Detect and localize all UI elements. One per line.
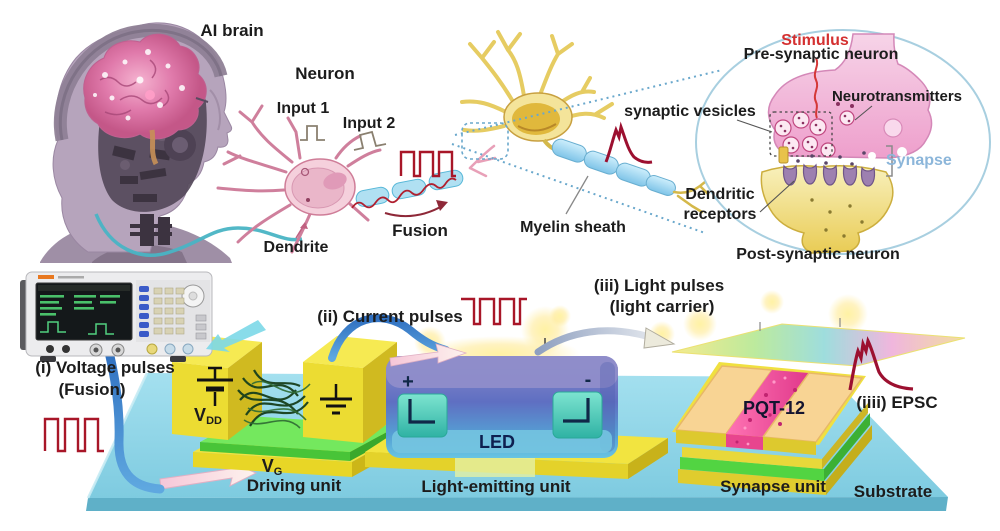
- light-pulses-label-2: (light carrier): [609, 297, 715, 316]
- synapse-bracket: [886, 145, 893, 177]
- pre-synaptic-label: Pre-synaptic neuron: [743, 46, 899, 63]
- dendritic-receptors-label-2: receptors: [683, 206, 757, 223]
- current-arrowhead: [389, 343, 468, 367]
- light-pulses-label-1: (iii) Light pulses: [593, 276, 725, 295]
- input1-pulse-glyph: [300, 125, 325, 141]
- substrate-label: Substrate: [853, 482, 933, 501]
- semiconductor-network: [237, 369, 309, 427]
- light-carrier-plate: [671, 323, 966, 367]
- dendritic-receptors-label-1: Dendritic: [685, 186, 755, 203]
- cathode-corner-symbol: [563, 398, 590, 423]
- myelin-sheath-segments: [551, 138, 676, 196]
- yellow-neuron: [460, 30, 712, 215]
- waveforms: [43, 121, 914, 453]
- flow-arrows: [103, 314, 676, 494]
- vdd-label: VDD: [194, 405, 222, 427]
- synapse-magnifier: [695, 29, 991, 255]
- post-synaptic-terminal: [760, 165, 894, 254]
- magnifier-links: [451, 69, 723, 234]
- neurotransmitters-label: Neurotransmitters: [831, 88, 963, 105]
- dendritic-receptors-shapes: [782, 163, 876, 187]
- ai-brain-label: AI brain: [200, 21, 264, 40]
- light-emitting-unit-device: [365, 305, 668, 479]
- axon-terminal-branches: [468, 144, 497, 178]
- synapse-unit-label: Synapse unit: [720, 477, 826, 496]
- voltage-arrow-blue: [103, 343, 165, 494]
- fusion-pulse-wave: [399, 150, 456, 178]
- synaptic-vesicles-label: synaptic vesicles: [624, 103, 756, 120]
- vg-label: VG: [261, 456, 283, 478]
- myelin-pointer: [565, 175, 589, 215]
- screen-text-lines: [40, 295, 120, 316]
- scope-input-arrow: [206, 320, 266, 352]
- scope-buttons-blue: [139, 286, 149, 337]
- ground-electrode: [303, 336, 397, 443]
- current-pulses-label: (ii) Current pulses: [317, 307, 463, 326]
- fusion-label: Fusion: [392, 221, 448, 240]
- led-cathode-pad: [552, 391, 603, 439]
- light-emitting-unit-label: Light-emitting unit: [421, 477, 571, 496]
- axon-spike: [604, 121, 653, 164]
- pqt12-texture: [735, 376, 797, 446]
- stimulus-label: Stimulus: [781, 32, 849, 49]
- led-plus-label: +: [402, 371, 414, 393]
- oscilloscope: [20, 271, 266, 362]
- light-arrow-band: [534, 327, 650, 356]
- current-pulse-wave: [461, 297, 527, 326]
- led-minus-label: -: [584, 369, 592, 391]
- current-arrow-blue: [328, 314, 450, 362]
- voltage-pulses-label-1: (i) Voltage pulses: [35, 358, 175, 377]
- epsc-spike: [848, 336, 914, 391]
- substrate-front-face: [86, 497, 948, 511]
- neural-cable: [94, 213, 303, 257]
- scope-connectors: [46, 343, 194, 357]
- led-anode-pad: [397, 393, 448, 438]
- neuron-label: Neuron: [295, 64, 355, 83]
- epsc-label: (iiii) EPSC: [856, 393, 938, 412]
- myelin-sheath-label: Myelin sheath: [520, 219, 626, 236]
- brain: [83, 33, 207, 166]
- post-synaptic-label: Post-synaptic neuron: [736, 246, 900, 263]
- ground-symbol: [320, 384, 352, 415]
- post-synaptic-dots: [810, 198, 864, 238]
- input2-pulse-glyph: [353, 130, 387, 151]
- stimulus-squiggle: [813, 57, 819, 119]
- battery-symbol: [197, 366, 233, 406]
- pink-neuron: [216, 104, 497, 254]
- driving-unit-label: Driving unit: [246, 476, 342, 495]
- light-arrowhead: [643, 327, 676, 349]
- pqt12-label: PQT-12: [742, 398, 806, 418]
- ai-head-illustration: [40, 22, 233, 263]
- fusion-arrow: [384, 204, 445, 218]
- voltage-pulse-wave: [43, 417, 104, 453]
- pqt12-channel: [726, 370, 809, 437]
- oscilloscope-screen: [35, 282, 133, 341]
- dendrite-label: Dendrite: [263, 239, 329, 256]
- scope-buttons-tan: [153, 287, 185, 335]
- synapse-unit-device: [649, 290, 966, 495]
- voltage-pulses-label-2: (Fusion): [58, 380, 126, 399]
- led-label: LED: [479, 432, 515, 452]
- pink-dendrites: [216, 104, 382, 254]
- anode-corner-symbol: [408, 399, 435, 424]
- input2-label: Input 2: [342, 115, 396, 132]
- synapse-label: Synapse: [886, 152, 952, 169]
- input1-label: Input 1: [276, 100, 330, 117]
